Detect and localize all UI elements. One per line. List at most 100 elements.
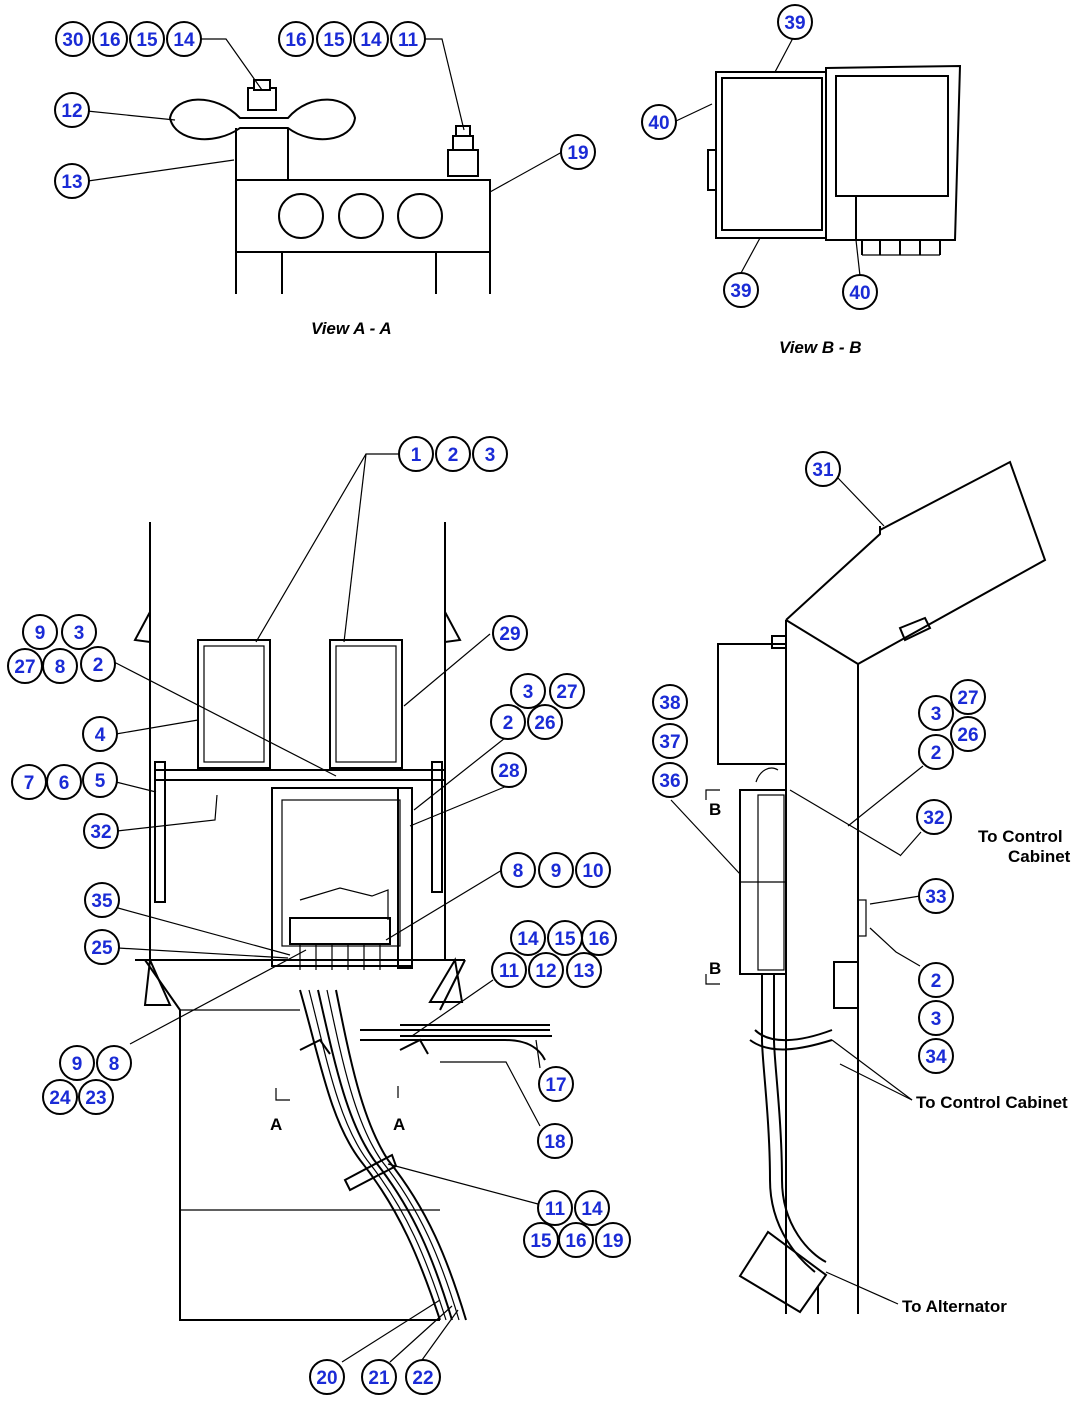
callout-14: 14	[510, 920, 546, 956]
callout-number: 9	[551, 861, 562, 882]
view-a-a-drawing	[168, 79, 491, 294]
callout-circle	[916, 799, 952, 835]
callout-circle	[558, 1222, 594, 1258]
callout-39: 39	[723, 272, 759, 308]
callout-number: 37	[659, 732, 680, 753]
note-to-control-1b: Cabinet	[1008, 847, 1071, 866]
callout-circle	[950, 679, 986, 715]
section-mark-b-top: B	[709, 800, 721, 819]
callout-number: 11	[499, 961, 520, 982]
callout-13: 13	[54, 163, 90, 199]
callout-16: 16	[581, 920, 617, 956]
callout-number: 20	[316, 1368, 337, 1389]
callout-number: 34	[925, 1047, 947, 1068]
callout-number: 27	[14, 657, 35, 678]
callout-circle	[527, 704, 563, 740]
callout-36: 36	[652, 762, 688, 798]
callout-circle	[42, 1079, 78, 1115]
callout-number: 5	[95, 771, 106, 792]
callout-circle	[42, 648, 78, 684]
callout-number: 10	[582, 861, 603, 882]
section-mark-b-bottom: B	[709, 959, 721, 978]
callout-number: 32	[90, 822, 111, 843]
callout-13: 13	[566, 952, 602, 988]
callout-10: 10	[575, 852, 611, 888]
callout-circle	[560, 134, 596, 170]
callout-number: 24	[49, 1088, 71, 1109]
callout-number: 15	[530, 1231, 552, 1252]
section-mark-a-left: A	[270, 1115, 282, 1134]
callout-circle	[528, 952, 564, 988]
front-view-drawing	[133, 522, 552, 1321]
callout-number: 2	[931, 971, 942, 992]
callout-16: 16	[558, 1222, 594, 1258]
callout-15: 15	[316, 21, 352, 57]
callout-number: 11	[398, 30, 419, 51]
callout-number: 3	[485, 445, 496, 466]
callout-number: 39	[730, 281, 751, 302]
callout-number: 26	[957, 725, 978, 746]
callout-number: 2	[93, 655, 104, 676]
callout-2: 2	[80, 646, 116, 682]
callout-circle	[574, 1190, 610, 1226]
callout-3: 3	[510, 673, 546, 709]
caption-view-a: View A - A	[311, 319, 392, 338]
callout-3: 3	[472, 436, 508, 472]
callout-2: 2	[918, 962, 954, 998]
callout-circle	[549, 673, 585, 709]
callout-number: 15	[136, 30, 158, 51]
callout-circle	[82, 762, 118, 798]
callout-circle	[309, 1359, 345, 1395]
callout-12: 12	[54, 92, 90, 128]
callout-number: 17	[545, 1075, 566, 1096]
callout-15: 15	[129, 21, 165, 57]
callout-21: 21	[361, 1359, 397, 1395]
callout-number: 40	[849, 283, 870, 304]
callout-circle	[918, 878, 954, 914]
callout-9: 9	[59, 1045, 95, 1081]
callout-number: 22	[412, 1368, 433, 1389]
callout-circle	[84, 882, 120, 918]
callout-18: 18	[537, 1123, 573, 1159]
callout-3: 3	[61, 614, 97, 650]
callout-circle	[96, 1045, 132, 1081]
callout-25: 25	[84, 929, 120, 965]
callout-circle	[538, 852, 574, 888]
callout-11: 11	[491, 952, 527, 988]
callout-number: 18	[544, 1132, 565, 1153]
callout-circle	[918, 734, 954, 770]
callout-number: 23	[85, 1088, 106, 1109]
callout-number: 2	[448, 445, 459, 466]
callout-circle	[129, 21, 165, 57]
view-b-b-drawing	[707, 64, 962, 256]
leader-lines	[86, 37, 924, 1363]
callout-2: 2	[918, 734, 954, 770]
callout-circle	[918, 962, 954, 998]
callout-number: 16	[99, 30, 120, 51]
callout-23: 23	[78, 1079, 114, 1115]
callout-number: 7	[24, 773, 35, 794]
callout-15: 15	[523, 1222, 559, 1258]
callout-3: 3	[918, 695, 954, 731]
callout-circle	[723, 272, 759, 308]
callout-16: 16	[278, 21, 314, 57]
callout-number: 16	[285, 30, 306, 51]
callout-27: 27	[549, 673, 585, 709]
callout-number: 9	[35, 623, 46, 644]
callout-circle	[595, 1222, 631, 1258]
callout-number: 21	[368, 1368, 390, 1389]
callout-number: 14	[360, 30, 382, 51]
callout-number: 16	[588, 929, 609, 950]
callout-number: 38	[659, 693, 680, 714]
callout-circle	[581, 920, 617, 956]
callout-circle	[918, 1000, 954, 1036]
note-to-alternator: To Alternator	[902, 1297, 1007, 1316]
callout-number: 28	[498, 761, 519, 782]
captions: View A - A View B - B To Control Cabinet…	[270, 319, 1071, 1316]
callout-number: 12	[61, 101, 82, 122]
callout-number: 11	[545, 1199, 566, 1220]
callout-circle	[538, 1066, 574, 1102]
callout-4: 4	[82, 716, 118, 752]
callout-circle	[278, 21, 314, 57]
